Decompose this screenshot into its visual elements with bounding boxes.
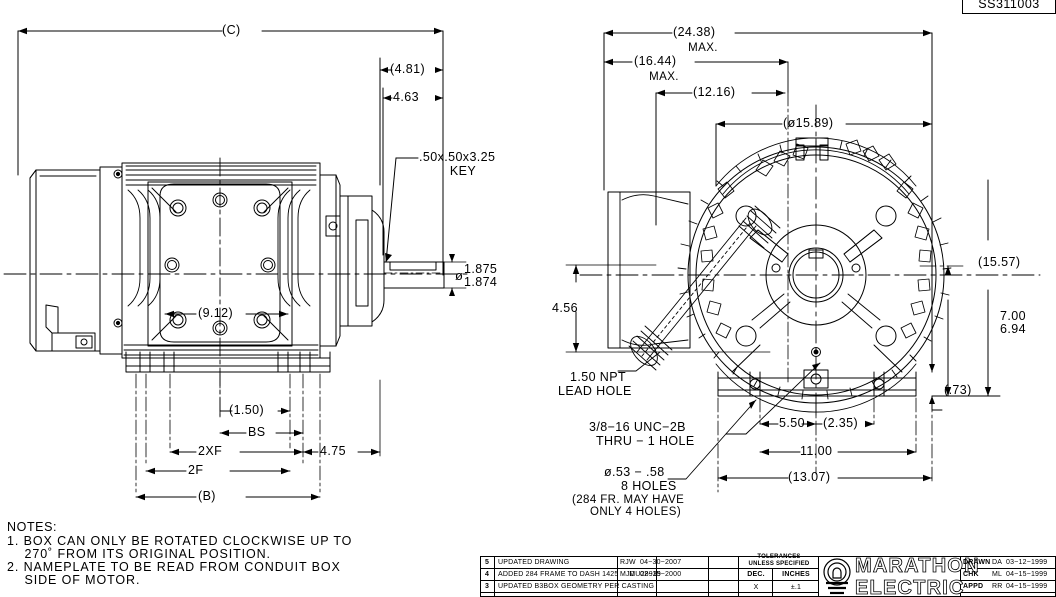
dim-dia-15-89: (ø15.89) <box>783 116 834 130</box>
dim-0-73: (.73) <box>944 383 972 397</box>
key-note-line2: KEY <box>449 164 477 178</box>
approval-label-appd: APPD <box>963 583 984 590</box>
dim-9-12: (9.12) <box>198 306 234 320</box>
revision-by-4: MJD <box>620 571 635 578</box>
tolerances-col-dec: DEC. <box>747 571 765 578</box>
approval-by-chk: ML <box>992 571 1003 578</box>
holes-callout-line1: ø.53 − .58 <box>604 465 665 479</box>
tolerances-row1-inches: ±.1 <box>790 584 802 591</box>
dim-16-44-max: MAX. <box>649 71 679 83</box>
end-view-drawing <box>565 29 1041 493</box>
notes-heading: NOTES: <box>7 520 58 534</box>
dim-7-00: 7.00 <box>1000 309 1026 323</box>
notes-item-2a: 2. NAMEPLATE TO BE READ FROM CONDUIT BOX <box>7 560 341 574</box>
dim-24-38: (24.38) <box>673 25 716 39</box>
side-view-drawing <box>3 27 471 501</box>
dim-15-57: (15.57) <box>978 255 1021 269</box>
dim-4-75: 4.75 <box>320 444 346 458</box>
dim-16-44: (16.44) <box>634 54 677 68</box>
key-note-line1: .50x.50x3.25 <box>419 150 496 164</box>
revision-desc-5: UPDATED DRAWING <box>498 559 570 566</box>
dim-2f: 2F <box>188 463 204 477</box>
revision-date-5: 04−30−2007 <box>640 559 682 566</box>
tolerances-title-line2: UNLESS SPECIFIED <box>748 561 810 567</box>
dim-b: (B) <box>198 489 216 503</box>
dim-24-38-max: MAX. <box>688 42 718 54</box>
dim-bs: BS <box>248 425 266 439</box>
dim-11-00: 11.00 <box>800 444 833 458</box>
shaft-diameter-upper: 1.875 <box>464 262 498 276</box>
unc-callout-line2: THRU − 1 HOLE <box>596 434 695 448</box>
tolerances-title-line1: TOLERANCES <box>757 554 801 560</box>
dim-13-07: (13.07) <box>788 470 831 484</box>
dim-2xf: 2XF <box>198 444 223 458</box>
approval-date-chk: 04−15−1999 <box>1006 571 1048 578</box>
revision-date-4: 02−15−2000 <box>640 571 682 578</box>
approval-label-chk: CHK <box>963 571 979 578</box>
tolerances-col-inches: INCHES <box>782 571 810 578</box>
revision-no-5: 5 <box>485 559 490 566</box>
shaft-diameter-symbol: ø <box>455 268 464 283</box>
approval-date-appd: 04−15−1999 <box>1006 583 1048 590</box>
approval-by-appd: RR <box>992 583 1003 590</box>
npt-callout-line1: 1.50 NPT <box>570 370 627 384</box>
dim-c: (C) <box>222 23 241 37</box>
dim-2-35: (2.35) <box>823 416 859 430</box>
holes-callout-line4: ONLY 4 HOLES) <box>590 506 682 518</box>
logo-line1: MARATHON <box>855 555 980 577</box>
tolerances-row1-dec: X <box>753 584 759 591</box>
unc-callout-line1: 3/8−16 UNC−2B <box>589 420 686 434</box>
logo-line2: ELECTRIC <box>855 577 965 597</box>
dim-6-94: 6.94 <box>1000 322 1026 336</box>
revision-desc-3: UPDATED B3BOX GEOMETRY PER CASTING <box>498 583 655 590</box>
notes-item-1b: 270˚ FROM ITS ORIGINAL POSITION. <box>7 547 271 561</box>
holes-callout-line2: 8 HOLES <box>621 479 677 493</box>
approval-by-drawn: DA <box>992 559 1003 566</box>
dim-5-50: 5.50 <box>779 416 805 430</box>
part-number-label: SS311003 <box>978 0 1040 11</box>
dim-1-50: (1.50) <box>229 403 265 417</box>
dim-4-56: 4.56 <box>552 301 578 315</box>
revision-desc-4: ADDED 284 FRAME TO DASH 1425 MU28939 <box>498 571 661 578</box>
notes-item-2b: SIDE OF MOTOR. <box>7 573 141 587</box>
dim-12-16: (12.16) <box>693 85 736 99</box>
holes-callout-line3: (284 FR. MAY HAVE <box>572 494 685 506</box>
revision-no-4: 4 <box>485 571 490 578</box>
marathon-electric-logo <box>823 558 851 595</box>
revision-by-5: RJW <box>620 559 636 566</box>
revision-no-3: 3 <box>485 583 490 590</box>
dim-4-63: 4.63 <box>393 90 419 104</box>
approval-date-drawn: 03−12−1999 <box>1006 559 1048 566</box>
notes-item-1a: 1. BOX CAN ONLY BE ROTATED CLOCKWISE UP … <box>7 534 353 548</box>
approval-label-drawn: DRAWN <box>963 559 991 566</box>
shaft-diameter-lower: 1.874 <box>464 275 498 289</box>
npt-callout-line2: LEAD HOLE <box>558 384 632 398</box>
dim-4-81: (4.81) <box>390 62 426 76</box>
